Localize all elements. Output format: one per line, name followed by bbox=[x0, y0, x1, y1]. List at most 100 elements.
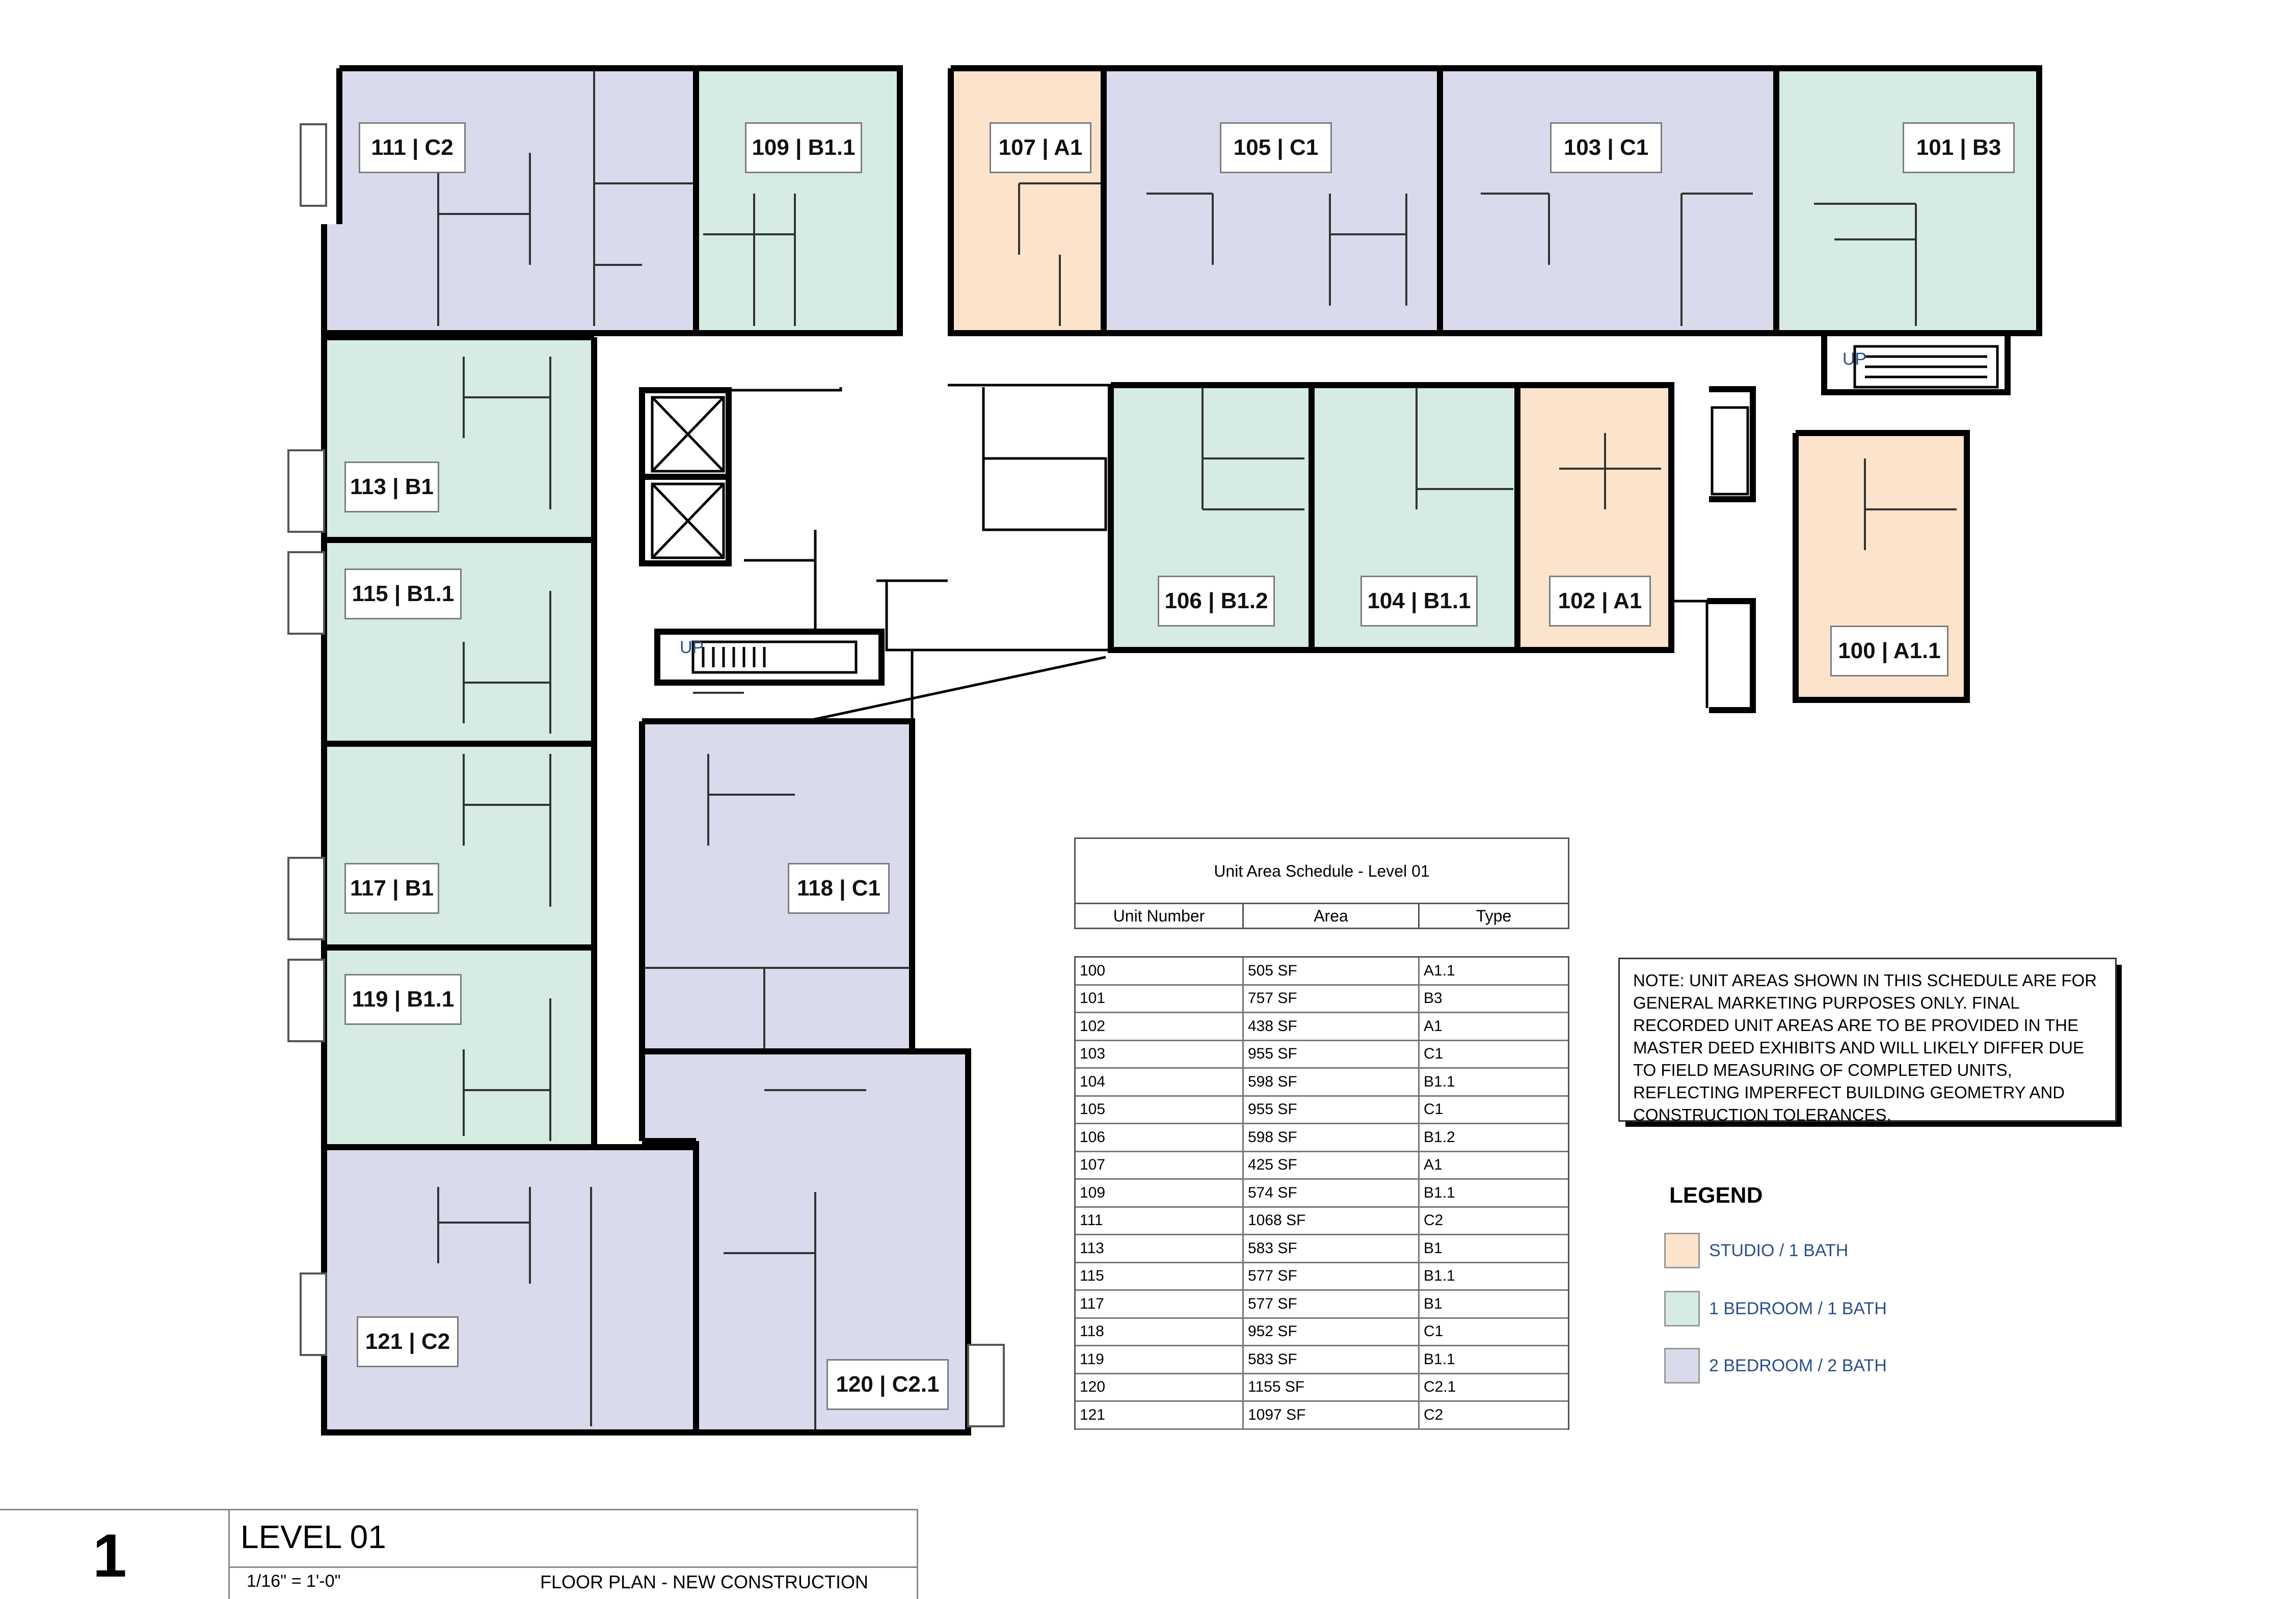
schedule-type-cell: C1 bbox=[1424, 1101, 1444, 1118]
view-title: LEVEL 01 bbox=[241, 1519, 386, 1555]
schedule-unit-cell: 101 bbox=[1076, 985, 1244, 1012]
schedule-type-cell: B1.1 bbox=[1424, 1184, 1455, 1201]
unit-fill-105 bbox=[1104, 68, 1440, 333]
legend-label: 1 BEDROOM / 1 BATH bbox=[1709, 1298, 1887, 1318]
unit-label-105: 105 | C1 bbox=[1220, 122, 1332, 173]
schedule-area-cell: 574 SF bbox=[1244, 1180, 1420, 1206]
unit-fill-103 bbox=[1440, 68, 1776, 333]
schedule-unit-cell: 117 bbox=[1076, 1291, 1244, 1317]
unit-label-103: 103 | C1 bbox=[1550, 122, 1662, 173]
unit-label-109: 109 | B1.1 bbox=[745, 122, 862, 173]
schedule-area-cell: 598 SF bbox=[1244, 1124, 1420, 1151]
schedule-unit-cell: 104 bbox=[1076, 1069, 1244, 1095]
schedule-unit-cell: 118 bbox=[1076, 1318, 1244, 1345]
schedule-type-cell: A1.1 bbox=[1424, 962, 1455, 979]
unit-fill-111 bbox=[339, 68, 696, 333]
unit-fill-109 bbox=[696, 68, 900, 333]
unit-label-120: 120 | C2.1 bbox=[826, 1359, 949, 1410]
schedule-type-cell: C1 bbox=[1424, 1323, 1444, 1340]
schedule-header: Unit Number Area Type bbox=[1074, 903, 1569, 929]
title-block-rule bbox=[917, 1509, 918, 1599]
schedule-unit-cell: 107 bbox=[1076, 1152, 1244, 1178]
unit-label-115: 115 | B1.1 bbox=[344, 568, 462, 619]
view-subtitle: FLOOR PLAN - NEW CONSTRUCTION bbox=[540, 1571, 869, 1592]
schedule-type-cell: C2.1 bbox=[1424, 1378, 1456, 1396]
schedule-unit-cell: 106 bbox=[1076, 1124, 1244, 1151]
legend-swatch bbox=[1664, 1291, 1700, 1326]
schedule-area-cell: 757 SF bbox=[1244, 985, 1420, 1012]
schedule-area-cell: 577 SF bbox=[1244, 1291, 1420, 1317]
schedule-type-cell: A1 bbox=[1424, 1156, 1443, 1174]
legend-swatch bbox=[1664, 1233, 1700, 1268]
unit-label-117: 117 | B1 bbox=[344, 863, 439, 914]
legend-item-two-bedroom: 2 BEDROOM / 2 BATH bbox=[1664, 1348, 1887, 1384]
unit-label-111: 111 | C2 bbox=[359, 122, 466, 173]
core-walls bbox=[651, 345, 1999, 723]
unit-fill-101 bbox=[1776, 68, 2039, 333]
unit-label-100: 100 | A1.1 bbox=[1830, 626, 1948, 676]
schedule-area-cell: 598 SF bbox=[1244, 1069, 1420, 1095]
schedule-type-cell: B1.1 bbox=[1424, 1350, 1455, 1368]
unit-label-121: 121 | C2 bbox=[357, 1316, 459, 1367]
view-number: 1 bbox=[93, 1522, 127, 1590]
schedule-area-cell: 425 SF bbox=[1244, 1152, 1420, 1178]
schedule-type-cell: B1.2 bbox=[1424, 1128, 1455, 1146]
schedule-area-cell: 438 SF bbox=[1244, 1013, 1420, 1040]
unit-label-113: 113 | B1 bbox=[344, 462, 439, 512]
unit-fill-117 bbox=[324, 744, 594, 947]
schedule-area-cell: 955 SF bbox=[1244, 1041, 1420, 1067]
legend-item-studio: STUDIO / 1 BATH bbox=[1664, 1233, 1848, 1268]
schedule-area-cell: 1155 SF bbox=[1244, 1374, 1420, 1400]
schedule-unit-cell: 102 bbox=[1076, 1013, 1244, 1040]
schedule-unit-cell: 105 bbox=[1076, 1096, 1244, 1123]
legend-item-one-bedroom: 1 BEDROOM / 1 BATH bbox=[1664, 1291, 1887, 1326]
schedule-unit-cell: 109 bbox=[1076, 1180, 1244, 1206]
schedule-unit-cell: 121 bbox=[1076, 1402, 1244, 1428]
balconies bbox=[287, 123, 1005, 1427]
schedule-area-cell: 952 SF bbox=[1244, 1318, 1420, 1345]
unit-label-107: 107 | A1 bbox=[990, 122, 1091, 173]
schedule-type-cell: B1 bbox=[1424, 1239, 1443, 1257]
unit-label-119: 119 | B1.1 bbox=[344, 974, 462, 1025]
schedule-area-cell: 583 SF bbox=[1244, 1346, 1420, 1373]
schedule-type-cell: B1 bbox=[1424, 1295, 1443, 1312]
note-shadow bbox=[1625, 1122, 2122, 1127]
schedule-area-cell: 955 SF bbox=[1244, 1096, 1420, 1123]
unit-label-118: 118 | C1 bbox=[788, 863, 890, 914]
schedule-type-cell: B1.1 bbox=[1424, 1267, 1455, 1285]
schedule-unit-cell: 119 bbox=[1076, 1346, 1244, 1373]
schedule-type-cell: C2 bbox=[1424, 1406, 1444, 1423]
schedule-unit-cell: 120 bbox=[1076, 1374, 1244, 1400]
schedule-area-cell: 583 SF bbox=[1244, 1235, 1420, 1262]
schedule-area-cell: 505 SF bbox=[1244, 958, 1420, 984]
schedule-unit-cell: 115 bbox=[1076, 1263, 1244, 1289]
unit-fill-121 bbox=[324, 1147, 696, 1432]
schedule-unit-cell: 100 bbox=[1076, 958, 1244, 984]
unit-fills bbox=[324, 68, 2039, 1432]
schedule-title: Unit Area Schedule - Level 01 bbox=[1074, 837, 1569, 904]
legend-label: STUDIO / 1 BATH bbox=[1709, 1240, 1849, 1260]
schedule-type-cell: C1 bbox=[1424, 1045, 1444, 1063]
unit-label-102: 102 | A1 bbox=[1549, 576, 1651, 627]
title-block-rule bbox=[0, 1509, 918, 1510]
note-shadow bbox=[2117, 965, 2122, 1127]
area-note: NOTE: UNIT AREAS SHOWN IN THIS SCHEDULE … bbox=[1618, 958, 2117, 1124]
interior-partitions bbox=[437, 68, 1957, 1432]
